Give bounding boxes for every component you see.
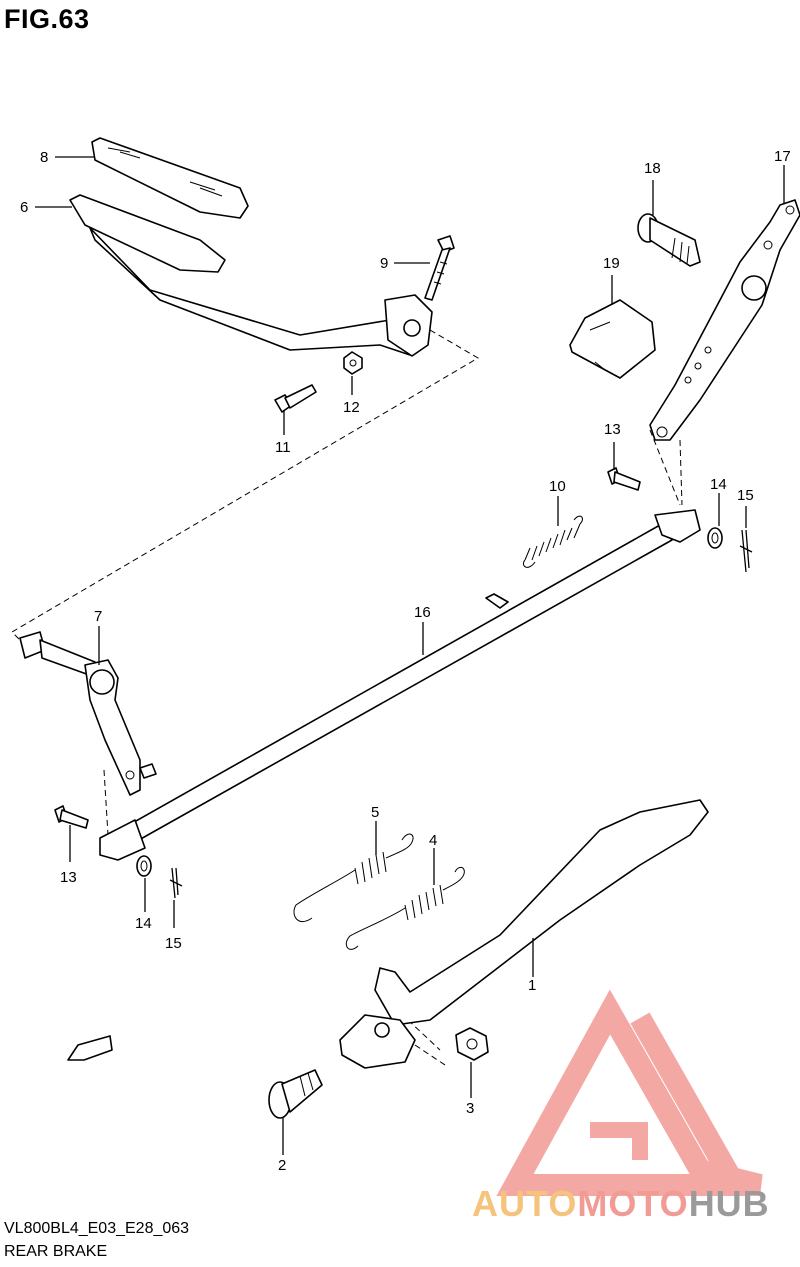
callout-leaders (35, 156, 785, 1155)
watermark-logo-icon (496, 989, 763, 1196)
spring-part-4 (345, 866, 465, 950)
callout-19: 19 (603, 255, 620, 272)
cover-part-19 (569, 299, 656, 379)
callout-10: 10 (549, 478, 566, 495)
cotter-pin-part-15-top (739, 529, 753, 573)
logo-moto: MOTO (577, 1183, 689, 1224)
brake-rod-part-16 (99, 509, 701, 861)
callout-18: 18 (644, 160, 661, 177)
brake-lever-part-1 (339, 799, 709, 1069)
brake-pedal-arm (89, 227, 433, 357)
callout-16: 16 (414, 604, 431, 621)
callout-13-top: 13 (604, 421, 621, 438)
callout-12: 12 (343, 399, 360, 416)
callout-7: 7 (94, 608, 102, 625)
callout-6: 6 (20, 199, 28, 216)
nut-part-3 (455, 1027, 489, 1061)
callout-13-bottom: 13 (60, 869, 77, 886)
pin-part-11 (274, 384, 317, 413)
nut-part-12 (343, 351, 363, 375)
figure-footer: VL800BL4_E03_E28_063 REAR BRAKE (4, 1217, 189, 1263)
watermark-logo-text: AUTOMOTOHUB (472, 1183, 770, 1225)
small-pin (485, 593, 509, 609)
callout-15-bottom: 15 (165, 935, 182, 952)
callout-17: 17 (774, 148, 791, 165)
model-code: VL800BL4_E03_E28_063 (4, 1220, 190, 1237)
callout-15-top: 15 (737, 487, 754, 504)
bolt-part-18 (637, 213, 701, 267)
callout-14-top: 14 (710, 476, 727, 493)
bolt-part-2 (268, 1069, 323, 1119)
pedal-rubber-part-8 (91, 137, 249, 219)
callout-8: 8 (40, 149, 48, 166)
brake-lever-part-17 (649, 199, 800, 441)
brake-shaft-arm-part-7 (19, 631, 157, 796)
logo-auto: AUTO (472, 1183, 578, 1224)
figure-caption: REAR BRAKE (4, 1243, 108, 1260)
callout-4: 4 (429, 832, 437, 849)
callout-numbers: 8 6 9 12 11 18 17 19 13 10 14 15 16 7 13… (20, 148, 791, 1174)
callout-3: 3 (466, 1100, 474, 1117)
callout-9: 9 (380, 255, 388, 272)
spring-part-10 (522, 515, 583, 568)
forward-direction-badge: FWD (67, 1035, 113, 1061)
callout-5: 5 (371, 804, 379, 821)
spring-part-5 (293, 833, 414, 923)
callout-2: 2 (278, 1157, 286, 1174)
pedal-pad-part-6 (69, 194, 226, 273)
cotter-pin-part-15-bottom (169, 867, 183, 899)
washer-part-14-bottom (136, 855, 152, 877)
callout-11: 11 (275, 439, 291, 456)
figure-title: FIG.63 (4, 4, 90, 34)
bolt-part-9 (424, 235, 455, 301)
clevis-pin-part-13-top (607, 467, 641, 491)
washer-part-14-top (707, 527, 723, 549)
logo-hub: HUB (688, 1183, 770, 1224)
callout-14-bottom: 14 (135, 915, 152, 932)
clevis-pin-part-13-bottom (54, 805, 89, 829)
assembly-guide-lines (11, 329, 683, 1066)
callout-1: 1 (528, 977, 536, 994)
